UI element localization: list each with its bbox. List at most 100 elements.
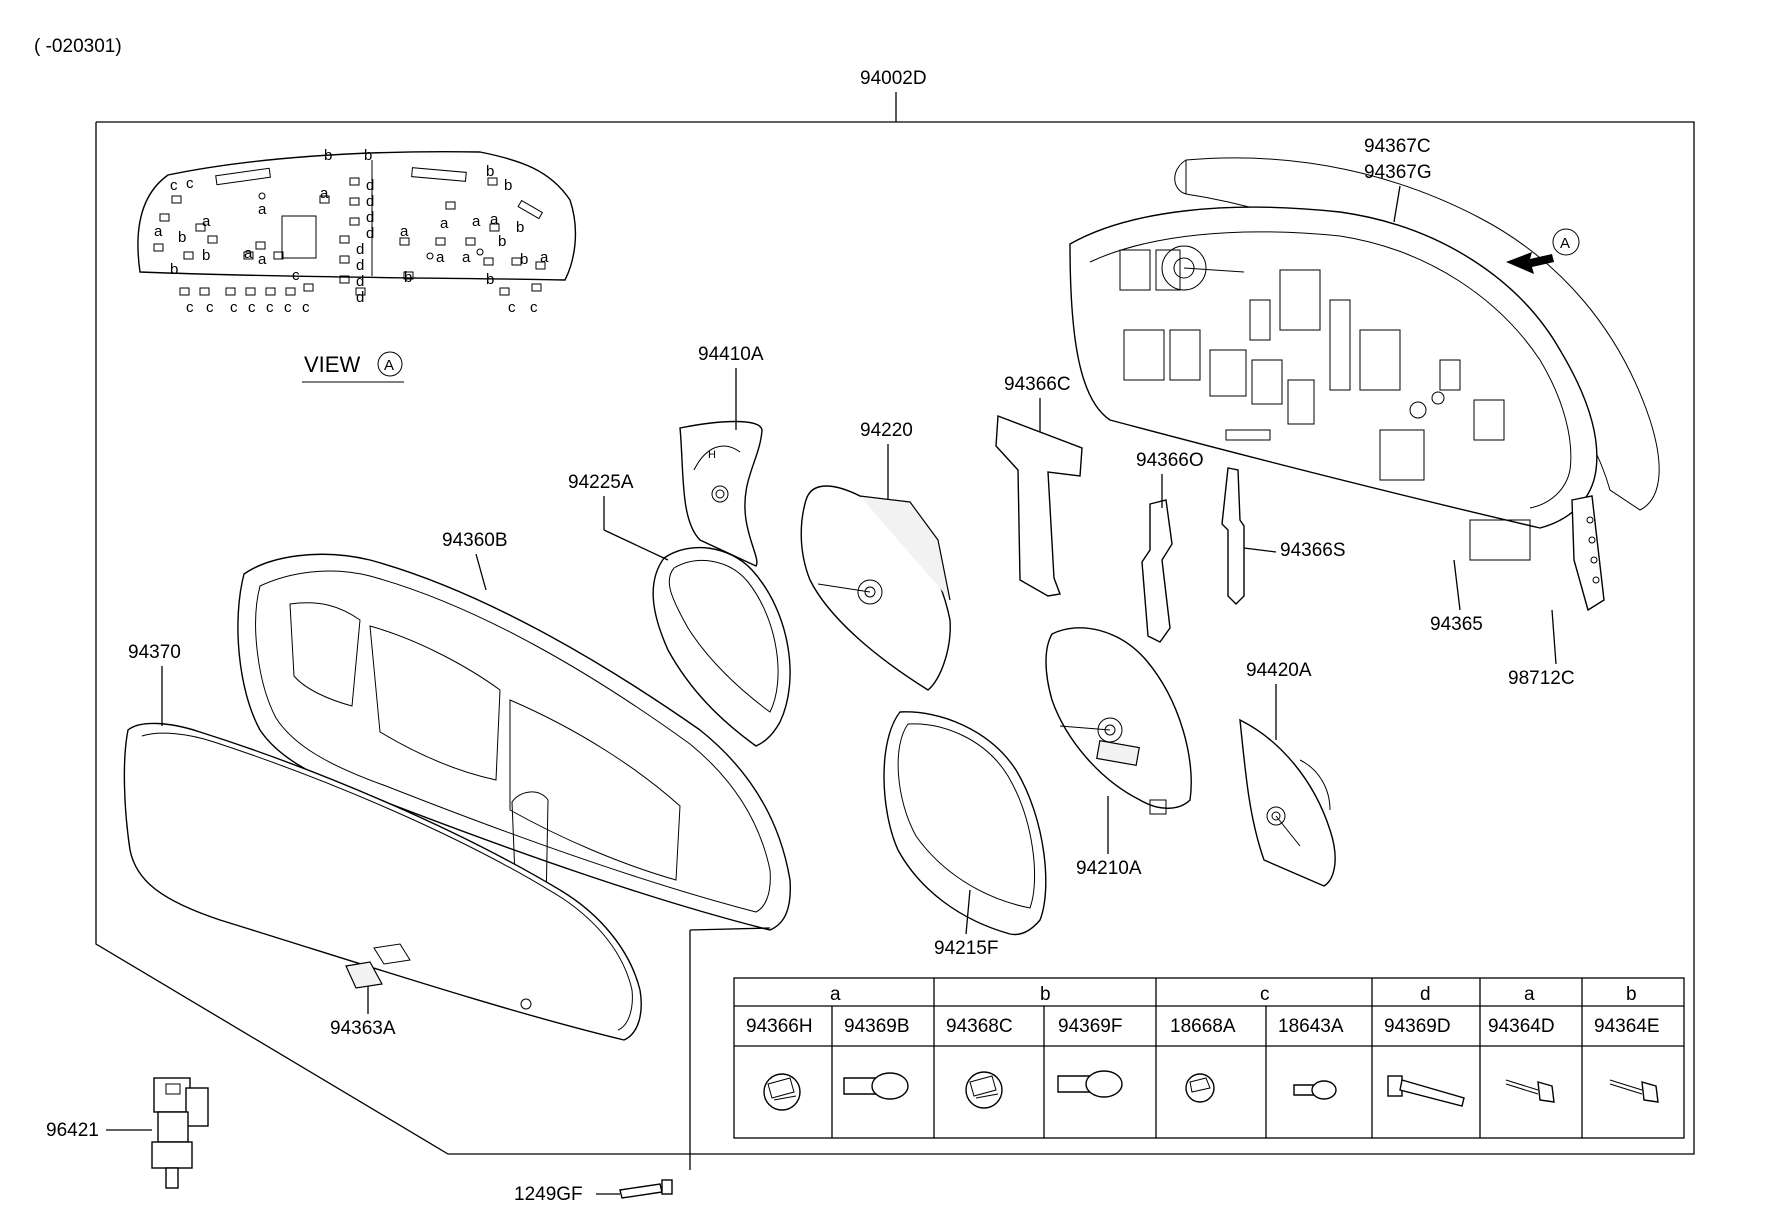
gauge-ring-94215f bbox=[883, 711, 1047, 936]
svg-text:H: H bbox=[708, 449, 716, 461]
gauge-94420a bbox=[1239, 718, 1336, 887]
bulb-table: a b c d a b 94366H 94369B 94368C 94369F … bbox=[733, 977, 1685, 1139]
label-94360b: 94360B bbox=[442, 530, 508, 551]
label-94366o: 94366O bbox=[1136, 450, 1204, 471]
svg-text:a: a bbox=[490, 211, 499, 228]
wedge-bulb-icon bbox=[843, 1072, 909, 1100]
view-a-arrow-icon: A bbox=[1506, 228, 1580, 274]
svg-text:d: d bbox=[356, 289, 364, 306]
flex-circuit-94366c bbox=[995, 415, 1083, 597]
label-94365: 94365 bbox=[1430, 614, 1483, 635]
gauge-94410a: H bbox=[679, 420, 763, 567]
label-1249gf: 1249GF bbox=[514, 1184, 583, 1205]
svg-text:a: a bbox=[472, 213, 481, 230]
group-label: a bbox=[830, 984, 841, 1005]
svg-text:d: d bbox=[366, 193, 374, 210]
svg-text:c: c bbox=[170, 177, 178, 194]
gauge-94220 bbox=[800, 485, 951, 691]
label-94367c: 94367C bbox=[1364, 136, 1431, 157]
svg-text:a: a bbox=[400, 223, 409, 240]
svg-text:b: b bbox=[404, 269, 412, 286]
wedge-bulb-icon bbox=[1293, 1080, 1337, 1100]
group-label: a bbox=[1524, 984, 1535, 1005]
screw-icon bbox=[619, 930, 691, 1199]
svg-text:b: b bbox=[486, 271, 494, 288]
svg-text:b: b bbox=[498, 233, 506, 250]
label-94363a: 94363A bbox=[330, 1018, 396, 1039]
part-number: 18668A bbox=[1170, 1016, 1236, 1037]
svg-text:c: c bbox=[292, 267, 300, 284]
bolt-icon bbox=[1609, 1079, 1659, 1103]
assembly-label: 94002D bbox=[860, 68, 927, 89]
svg-text:a: a bbox=[320, 185, 329, 202]
svg-text:VIEW: VIEW bbox=[304, 352, 360, 377]
bulb-socket-icon bbox=[965, 1071, 1003, 1109]
label-94420a: 94420A bbox=[1246, 660, 1312, 681]
part-number: 94364E bbox=[1594, 1016, 1660, 1037]
svg-text:A: A bbox=[384, 357, 394, 374]
bezel-94360b bbox=[237, 553, 791, 931]
part-number: 94369B bbox=[844, 1016, 910, 1037]
label-94215f: 94215F bbox=[934, 938, 998, 959]
svg-text:b: b bbox=[324, 147, 332, 164]
label-94367g: 94367G bbox=[1364, 162, 1432, 183]
bolt-icon bbox=[1387, 1075, 1465, 1107]
sensor-icon bbox=[151, 1077, 209, 1189]
svg-text:a: a bbox=[258, 251, 267, 268]
svg-text:c: c bbox=[206, 299, 214, 316]
part-number: 94368C bbox=[946, 1016, 1013, 1037]
part-number: 94369D bbox=[1384, 1016, 1451, 1037]
svg-text:c: c bbox=[248, 299, 256, 316]
cluster-housing-94365 bbox=[1069, 206, 1605, 612]
label-94225a: 94225A bbox=[568, 472, 634, 493]
connector-94366o bbox=[1141, 499, 1173, 643]
bulb-socket-icon bbox=[1185, 1073, 1215, 1103]
label-94410a: 94410A bbox=[698, 344, 764, 365]
assembly-frame bbox=[95, 121, 1695, 1155]
pad-94363a bbox=[345, 961, 383, 989]
svg-text:a: a bbox=[202, 213, 211, 230]
bulb-socket-icon bbox=[763, 1073, 801, 1111]
svg-text:b: b bbox=[520, 251, 528, 268]
part-number: 94369F bbox=[1058, 1016, 1122, 1037]
svg-text:b: b bbox=[170, 261, 178, 278]
label-98712c: 98712C bbox=[1508, 668, 1575, 689]
svg-text:c: c bbox=[186, 299, 194, 316]
label-94366c: 94366C bbox=[1004, 374, 1071, 395]
svg-text:a: a bbox=[436, 249, 445, 266]
svg-text:c: c bbox=[266, 299, 274, 316]
svg-text:b: b bbox=[178, 229, 186, 246]
svg-text:b: b bbox=[364, 147, 372, 164]
part-number: 18643A bbox=[1278, 1016, 1344, 1037]
svg-text:d: d bbox=[356, 257, 364, 274]
svg-text:d: d bbox=[366, 209, 374, 226]
group-label: b bbox=[1626, 984, 1637, 1005]
part-number: 94364D bbox=[1488, 1016, 1555, 1037]
svg-text:d: d bbox=[356, 273, 364, 290]
svg-text:c: c bbox=[530, 299, 538, 316]
svg-text:b: b bbox=[504, 177, 512, 194]
svg-text:b: b bbox=[516, 219, 524, 236]
part-number: 94366H bbox=[746, 1016, 813, 1037]
svg-text:a: a bbox=[462, 249, 471, 266]
svg-text:c: c bbox=[302, 299, 310, 316]
svg-text:a: a bbox=[154, 223, 163, 240]
group-label: d bbox=[1420, 984, 1431, 1005]
svg-text:d: d bbox=[366, 225, 374, 242]
group-label: b bbox=[1040, 984, 1051, 1005]
label-94220: 94220 bbox=[860, 420, 913, 441]
svg-text:a: a bbox=[244, 245, 253, 262]
svg-text:c: c bbox=[186, 175, 194, 192]
bolt-icon bbox=[1505, 1079, 1555, 1103]
gauge-ring-94225a bbox=[652, 546, 791, 747]
svg-text:b: b bbox=[486, 163, 494, 180]
wedge-bulb-icon bbox=[1057, 1070, 1123, 1098]
svg-text:c: c bbox=[508, 299, 516, 316]
label-96421: 96421 bbox=[46, 1120, 99, 1141]
svg-text:c: c bbox=[284, 299, 292, 316]
svg-text:a: a bbox=[440, 215, 449, 232]
label-94370: 94370 bbox=[128, 642, 181, 663]
svg-text:d: d bbox=[356, 241, 364, 258]
